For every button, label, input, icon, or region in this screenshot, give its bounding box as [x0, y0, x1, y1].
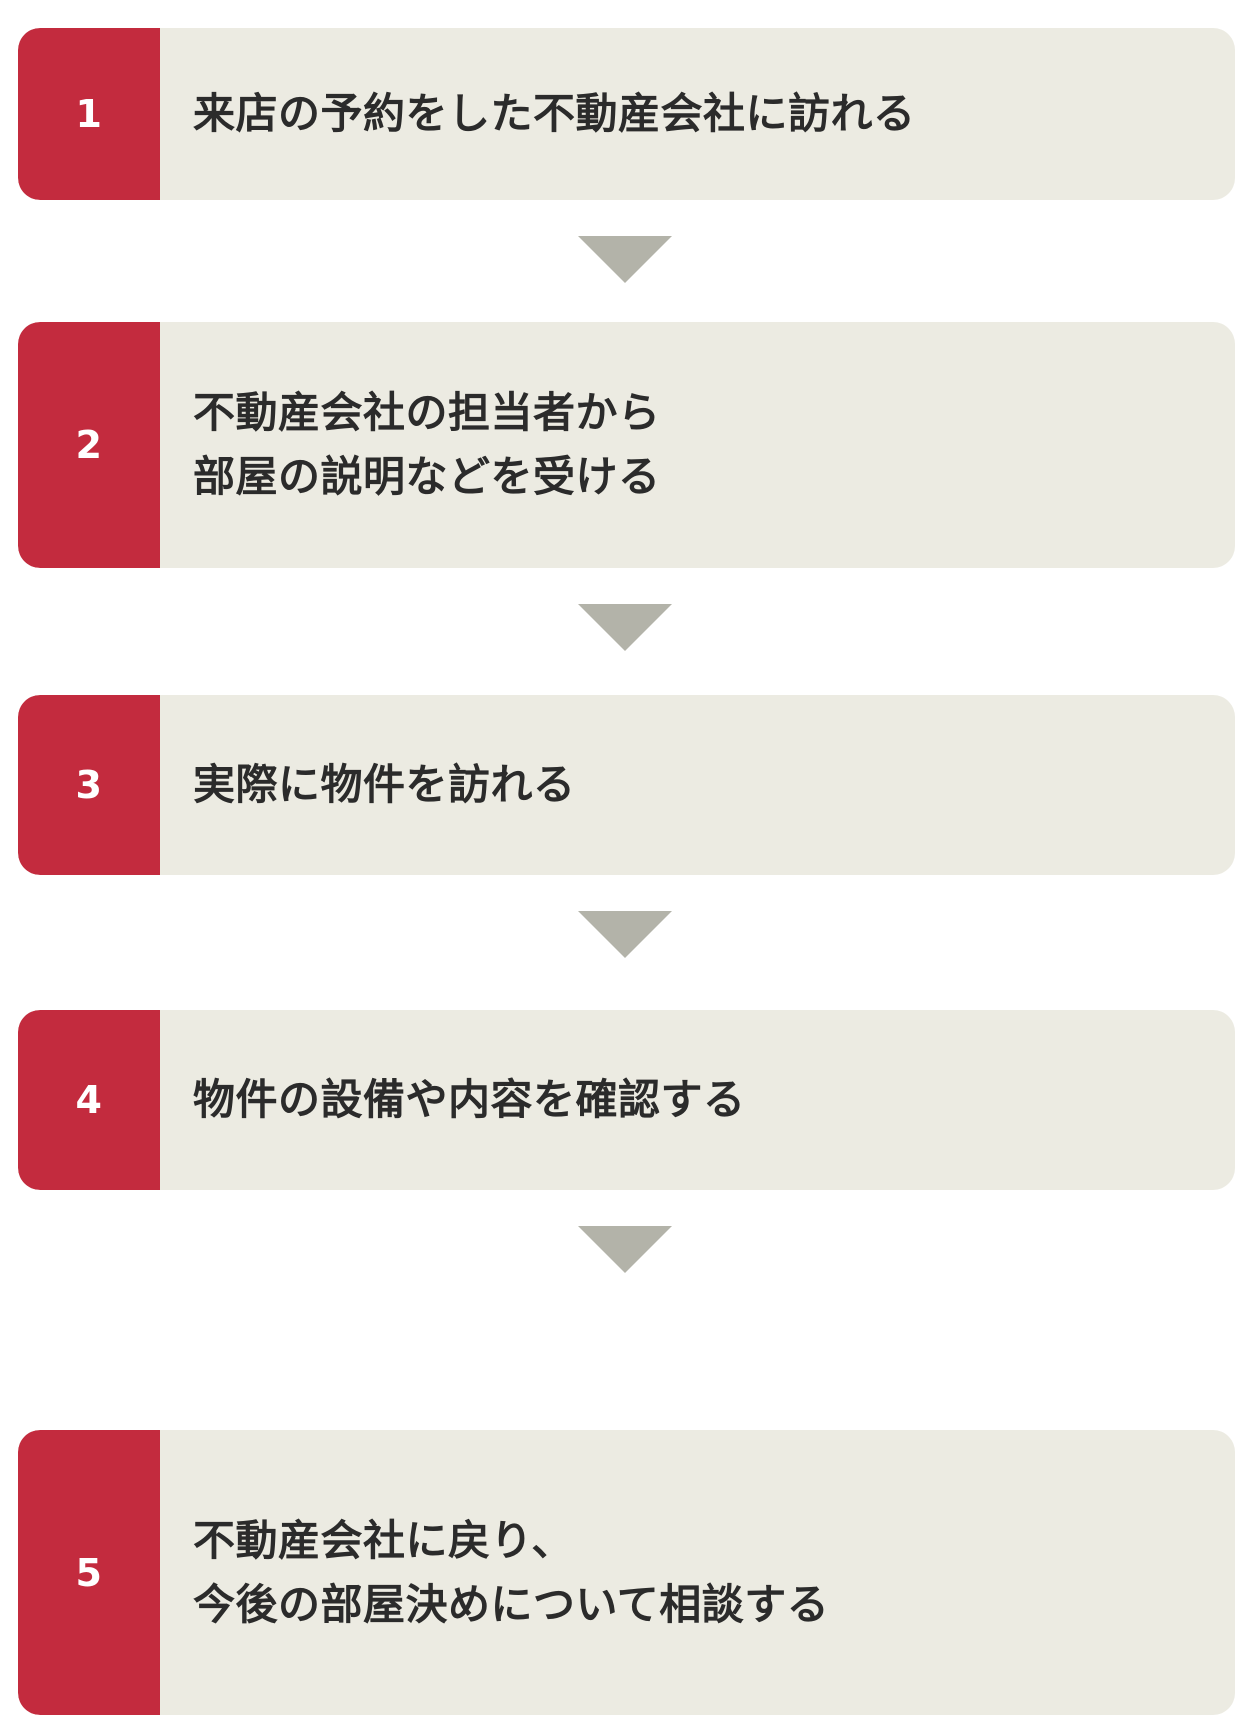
flow-step-5: 5 不動産会社に戻り、 今後の部屋決めについて相談する: [18, 1430, 1235, 1715]
triangle-down-icon: [578, 1226, 672, 1273]
flow-step-2: 2 不動産会社の担当者から 部屋の説明などを受ける: [18, 322, 1235, 568]
step-body-5: 不動産会社に戻り、 今後の部屋決めについて相談する: [160, 1430, 1235, 1715]
step-text-4: 物件の設備や内容を確認する: [193, 1075, 746, 1125]
step-number-label: 5: [75, 1550, 103, 1595]
flow-step-3: 3 実際に物件を訪れる: [18, 695, 1235, 875]
triangle-down-icon: [578, 604, 672, 651]
flow-step-1: 1 来店の予約をした不動産会社に訪れる: [18, 28, 1235, 200]
step-text-2: 不動産会社の担当者から 部屋の説明などを受ける: [193, 388, 661, 501]
step-number-label: 2: [75, 423, 103, 467]
triangle-down-icon: [578, 236, 672, 283]
step-number-label: 4: [75, 1078, 103, 1122]
step-body-4: 物件の設備や内容を確認する: [160, 1010, 1235, 1190]
step-body-1: 来店の予約をした不動産会社に訪れる: [160, 28, 1235, 200]
step-number-badge-5: 5: [18, 1430, 160, 1715]
step-number-badge-1: 1: [18, 28, 160, 200]
triangle-down-icon: [578, 911, 672, 958]
step-body-3: 実際に物件を訪れる: [160, 695, 1235, 875]
step-number-badge-4: 4: [18, 1010, 160, 1190]
flow-step-4: 4 物件の設備や内容を確認する: [18, 1010, 1235, 1190]
step-number-label: 3: [75, 763, 103, 807]
step-number-badge-3: 3: [18, 695, 160, 875]
step-body-2: 不動産会社の担当者から 部屋の説明などを受ける: [160, 322, 1235, 568]
step-number-badge-2: 2: [18, 322, 160, 568]
step-text-3: 実際に物件を訪れる: [193, 760, 576, 810]
step-number-label: 1: [75, 92, 103, 136]
step-text-5: 不動産会社に戻り、 今後の部屋決めについて相談する: [193, 1515, 830, 1629]
step-text-1: 来店の予約をした不動産会社に訪れる: [193, 89, 916, 139]
